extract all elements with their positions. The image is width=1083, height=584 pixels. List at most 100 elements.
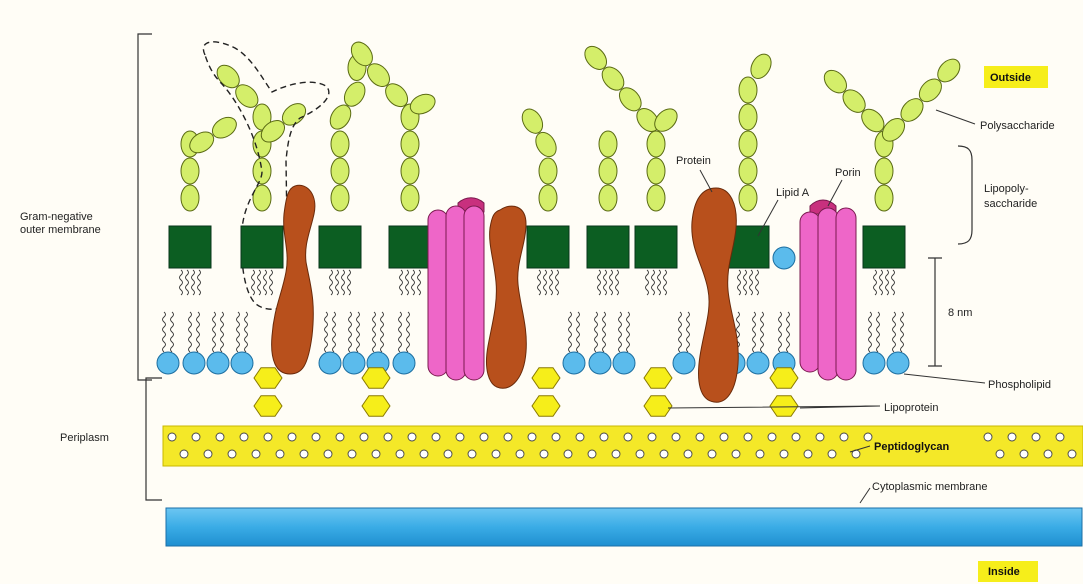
lipid-a-tail — [400, 270, 403, 295]
peptidoglycan-pore — [420, 450, 428, 458]
membrane-protein-middle — [487, 206, 527, 388]
lipid-a-tail — [192, 270, 195, 295]
lipid-a-tail — [658, 270, 661, 295]
lipid-a-tail — [270, 270, 273, 295]
peptidoglycan-pore — [624, 433, 632, 441]
leader-polysaccharide — [936, 110, 975, 124]
cytoplasmic-membrane-label: Cytoplasmic membrane — [872, 481, 988, 493]
sugar-bead — [181, 158, 199, 184]
lipoprotein-upper — [644, 368, 672, 389]
peptidoglycan-pore — [1056, 433, 1064, 441]
phospholipid-tail — [761, 312, 764, 352]
sugar-bead — [599, 185, 617, 211]
peptidoglycan-pore — [204, 450, 212, 458]
phospholipid-tail — [687, 312, 690, 352]
phospholipid-head — [319, 352, 341, 374]
phospholipid-tail — [197, 312, 200, 352]
peptidoglycan-pore — [660, 450, 668, 458]
lipid-a-tail — [646, 270, 649, 295]
phospholipid-tail — [595, 312, 598, 352]
phospholipid-tail — [237, 312, 240, 352]
sugar-bead — [539, 158, 557, 184]
peptidoglycan-pore — [804, 450, 812, 458]
sugar-bead — [739, 158, 757, 184]
peptidoglycan-pore — [504, 433, 512, 441]
leader-porin — [828, 180, 842, 206]
membrane-protein-left — [272, 185, 315, 374]
bracket-lipopolysaccharide — [958, 146, 972, 244]
peptidoglycan-pore — [732, 450, 740, 458]
lipid-a-tail — [750, 270, 753, 295]
membrane-protein-right — [692, 188, 738, 402]
lipoprotein-lower — [532, 396, 560, 417]
lipid-a-tail — [880, 270, 883, 295]
lipid-a-block — [241, 226, 283, 268]
sugar-bead — [647, 158, 665, 184]
porin-left — [428, 198, 484, 380]
lipid-a-tail — [892, 270, 895, 295]
bracket-outer-membrane — [138, 34, 152, 380]
peptidoglycan-pore — [168, 433, 176, 441]
peptidoglycan-pore — [240, 433, 248, 441]
outside-label: Outside — [990, 72, 1031, 84]
peptidoglycan-pore — [192, 433, 200, 441]
lipid-a-block — [169, 226, 211, 268]
leader-phospholipid — [904, 374, 985, 383]
sugar-bead — [253, 158, 271, 184]
leader-protein — [700, 170, 712, 192]
lipid-a-tail — [252, 270, 255, 295]
lipid-a-tail — [406, 270, 409, 295]
phospholipid-tail — [349, 312, 352, 352]
peptidoglycan-pore — [216, 433, 224, 441]
peptidoglycan-pore — [768, 433, 776, 441]
gram-negative-label-line2: outer membrane — [20, 224, 101, 236]
lipid-a-tail — [610, 270, 613, 295]
lipid-a-tail — [874, 270, 877, 295]
phospholipid-tail — [679, 312, 682, 352]
peptidoglycan-pore — [336, 433, 344, 441]
sugar-bead — [181, 185, 199, 211]
sugar-bead — [331, 185, 349, 211]
thickness-label: 8 nm — [948, 307, 972, 319]
phospholipid-label: Phospholipid — [988, 379, 1051, 391]
peptidoglycan-pore — [684, 450, 692, 458]
peptidoglycan-pore — [300, 450, 308, 458]
phospholipid-head — [183, 352, 205, 374]
lipid-a-tail — [198, 270, 201, 295]
phospholipid-tail — [213, 312, 216, 352]
lipid-a-tail — [418, 270, 421, 295]
porin-label: Porin — [835, 167, 861, 179]
lipid-a-tail — [412, 270, 415, 295]
lipid-a-tail — [652, 270, 655, 295]
phospholipid-tail — [325, 312, 328, 352]
lipoprotein-lower — [254, 396, 282, 417]
lipid-a-tail — [258, 270, 261, 295]
peptidoglycan-pore — [372, 450, 380, 458]
peptidoglycan-pore — [1020, 450, 1028, 458]
peptidoglycan-pore — [516, 450, 524, 458]
lipoprotein-upper — [770, 368, 798, 389]
peptidoglycan-pore — [708, 450, 716, 458]
sugar-bead — [739, 131, 757, 157]
lipid-a-tail — [186, 270, 189, 295]
lipid-a-block — [319, 226, 361, 268]
phospholipid-head — [747, 352, 769, 374]
lipid-a-tail — [180, 270, 183, 295]
lipid-a-tail — [544, 270, 547, 295]
peptidoglycan-pore — [816, 433, 824, 441]
lipid-a-block — [863, 226, 905, 268]
peptidoglycan-pore — [480, 433, 488, 441]
phospholipid-tail — [373, 312, 376, 352]
lipopolysaccharide-label-line2: saccharide — [984, 198, 1037, 210]
lipid-a-tail — [616, 270, 619, 295]
phospholipid-tail — [569, 312, 572, 352]
cytoplasmic-membrane-band — [166, 508, 1082, 546]
lipid-a-block — [635, 226, 677, 268]
peptidoglycan-pore — [492, 450, 500, 458]
peptidoglycan-pore — [600, 433, 608, 441]
peptidoglycan-pore — [588, 450, 596, 458]
peptidoglycan-pore — [396, 450, 404, 458]
peptidoglycan-pore — [564, 450, 572, 458]
lipid-a-tail — [342, 270, 345, 295]
